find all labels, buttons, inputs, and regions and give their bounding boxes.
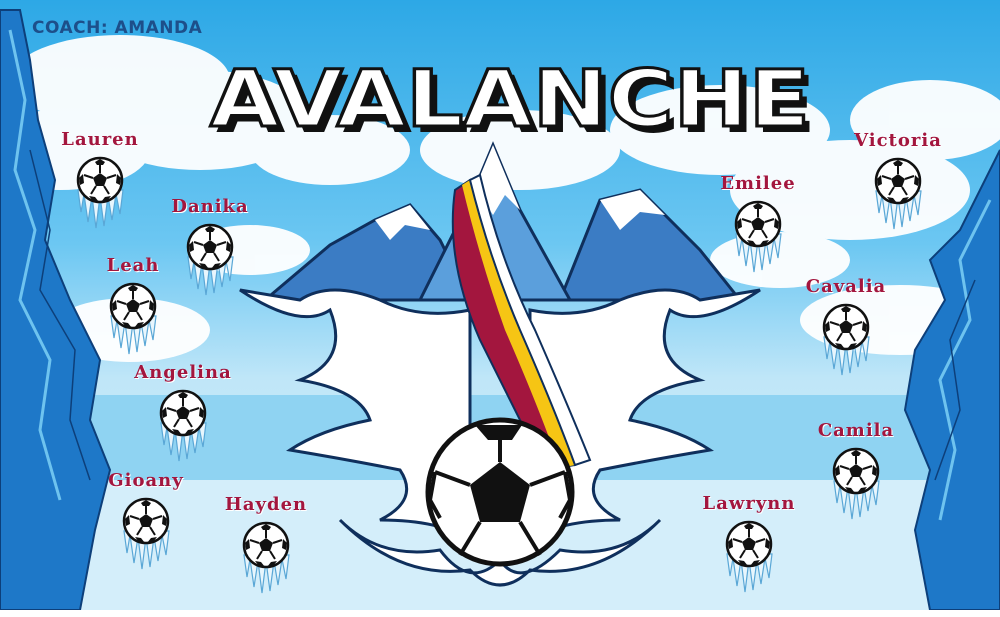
right-ice-cliff [903, 149, 1000, 610]
player-name: Gioany [108, 470, 184, 491]
player-cavalia: Cavalia [771, 277, 921, 377]
team-title: AVALANCHE AVALANCHE [180, 52, 840, 152]
player-victoria: Victoria [823, 131, 973, 231]
player-name: Angelina [134, 362, 232, 383]
player-lauren: Lauren [25, 130, 175, 230]
player-name: Cavalia [805, 276, 887, 297]
soccer-ball-icon [109, 282, 158, 356]
team-title-text: AVALANCHE [210, 55, 810, 145]
coach-label: COACH: AMANDA [32, 18, 203, 38]
player-name: Emilee [720, 173, 796, 194]
soccer-ball-icon [822, 303, 871, 377]
soccer-ball-icon [76, 156, 125, 230]
soccer-ball-icon [122, 497, 171, 571]
player-lawrynn: Lawrynn [674, 494, 824, 594]
team-title-shadow: AVALANCHE [216, 61, 816, 151]
player-name: Camila [817, 420, 895, 441]
player-name: Hayden [224, 494, 308, 515]
team-title-art: AVALANCHE AVALANCHE [209, 54, 817, 152]
player-emilee: Emilee [683, 174, 833, 274]
player-camila: Camila [781, 421, 931, 521]
player-name: Leah [106, 255, 160, 276]
soccer-ball-icon [734, 200, 783, 274]
big-soccer-ball [425, 417, 575, 567]
snow-wave [239, 288, 761, 587]
soccer-ball-icon [159, 389, 208, 463]
soccer-ball-icon [242, 521, 291, 595]
soccer-ball-icon [874, 157, 923, 231]
player-gioany: Gioany [71, 471, 221, 571]
soccer-ball-icon [725, 520, 774, 594]
player-danika: Danika [135, 197, 285, 297]
player-name: Lawrynn [702, 493, 796, 514]
player-angelina: Angelina [108, 363, 258, 463]
player-name: Lauren [61, 129, 139, 150]
comet-stripe [451, 173, 592, 472]
player-name: Victoria [854, 130, 942, 151]
player-name: Danika [171, 196, 249, 217]
left-ice-cliff [0, 9, 112, 610]
soccer-ball-icon [832, 447, 881, 521]
player-hayden: Hayden [191, 495, 341, 595]
player-leah: Leah [58, 256, 208, 356]
